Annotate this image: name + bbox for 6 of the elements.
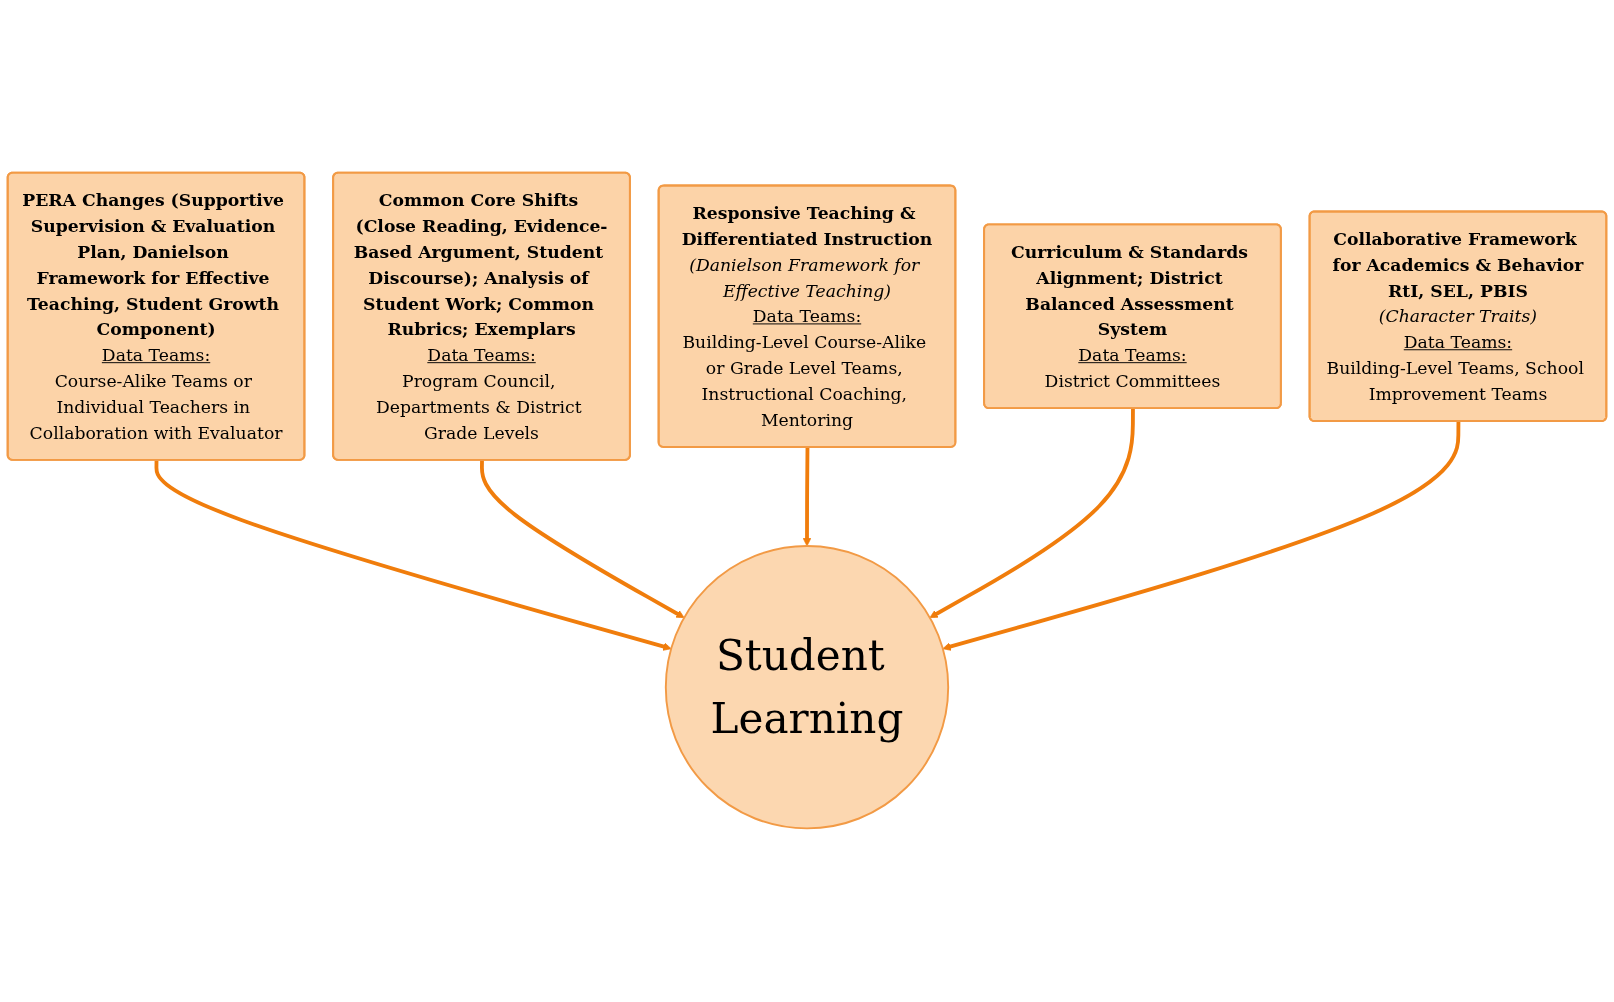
arrow <box>929 409 1135 619</box>
node-circle: Student Learning <box>664 545 950 830</box>
arrow <box>942 422 1461 652</box>
arrow <box>154 460 672 652</box>
arrow <box>802 447 812 547</box>
arrow <box>480 460 685 619</box>
